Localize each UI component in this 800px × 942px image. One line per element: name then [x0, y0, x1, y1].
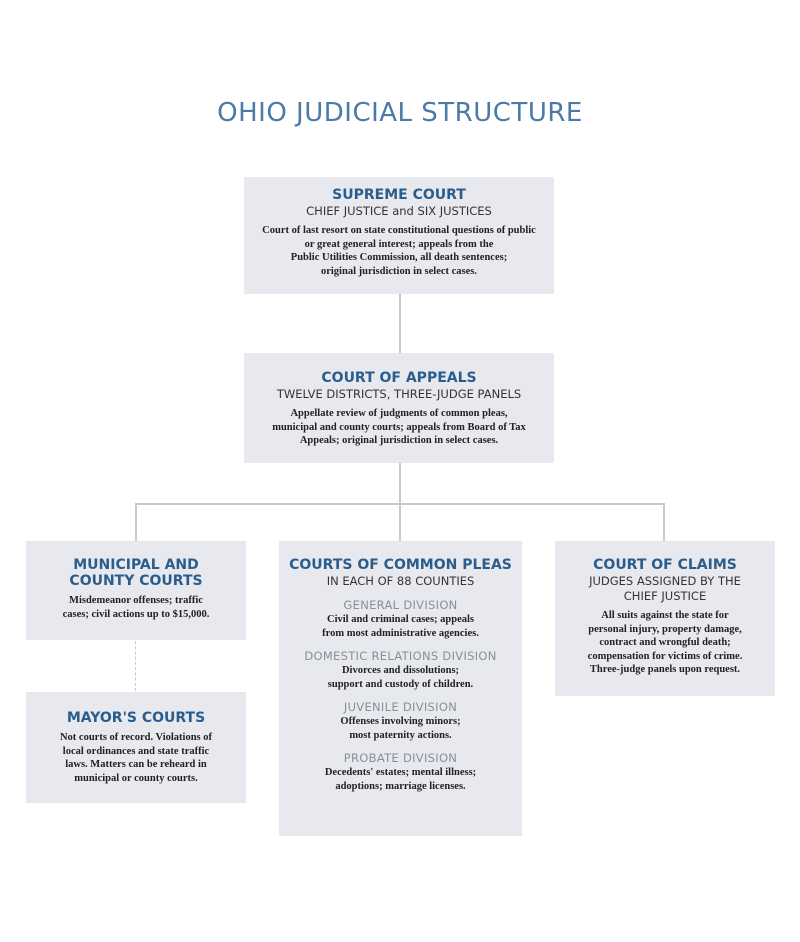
common-pleas-heading: COURTS OF COMMON PLEAS — [289, 557, 512, 573]
probate-division-desc: Decedents' estates; mental illness; adop… — [324, 767, 477, 792]
common-pleas-box: COURTS OF COMMON PLEAS IN EACH OF 88 COU… — [279, 541, 522, 836]
connector-claims — [663, 503, 665, 541]
general-division-label: GENERAL DIVISION — [343, 598, 458, 612]
connector-appeals-down — [399, 463, 401, 504]
mayors-desc: Not courts of record. Violations of loca… — [59, 732, 213, 784]
municipal-desc: Misdemeanor offenses; traffic cases; civ… — [62, 595, 210, 620]
mayors-courts-box: MAYOR'S COURTS Not courts of record. Vio… — [26, 692, 246, 803]
connector-common-pleas — [399, 503, 401, 541]
supreme-court-box: SUPREME COURT CHIEF JUSTICE and SIX JUST… — [244, 177, 554, 294]
supreme-court-heading: SUPREME COURT — [332, 187, 466, 203]
domestic-relations-label: DOMESTIC RELATIONS DIVISION — [304, 649, 497, 663]
municipal-county-box: MUNICIPAL AND COUNTY COURTS Misdemeanor … — [26, 541, 246, 640]
juvenile-division-label: JUVENILE DIVISION — [343, 700, 458, 714]
claims-sub: JUDGES ASSIGNED BY THE CHIEF JUSTICE — [589, 574, 741, 603]
mayors-heading: MAYOR'S COURTS — [66, 710, 206, 726]
juvenile-division-desc: Offenses involving minors; most paternit… — [340, 716, 461, 741]
common-pleas-sub: IN EACH OF 88 COUNTIES — [326, 574, 475, 588]
diagram-title: OHIO JUDICIAL STRUCTURE — [217, 98, 583, 128]
municipal-heading: MUNICIPAL AND COUNTY COURTS — [69, 557, 203, 589]
supreme-court-desc: Court of last resort on state constituti… — [262, 225, 536, 277]
connector-municipal — [135, 503, 137, 541]
appeals-heading: COURT OF APPEALS — [321, 370, 477, 386]
claims-heading: COURT OF CLAIMS — [593, 557, 737, 573]
general-division-desc: Civil and criminal cases; appeals from m… — [322, 614, 479, 639]
court-of-appeals-box: COURT OF APPEALS TWELVE DISTRICTS, THREE… — [244, 353, 554, 463]
supreme-court-sub: CHIEF JUSTICE and SIX JUSTICES — [306, 204, 492, 218]
appeals-desc: Appellate review of judgments of common … — [272, 408, 526, 446]
probate-division-label: PROBATE DIVISION — [343, 751, 458, 765]
connector-supreme-appeals — [399, 294, 401, 353]
claims-desc: All suits against the state for personal… — [587, 610, 743, 675]
dashed-connector-mayors — [135, 641, 136, 691]
court-of-claims-box: COURT OF CLAIMS JUDGES ASSIGNED BY THE C… — [555, 541, 775, 696]
appeals-sub: TWELVE DISTRICTS, THREE-JUDGE PANELS — [276, 387, 522, 401]
domestic-relations-desc: Divorces and dissolutions; support and c… — [327, 665, 474, 690]
